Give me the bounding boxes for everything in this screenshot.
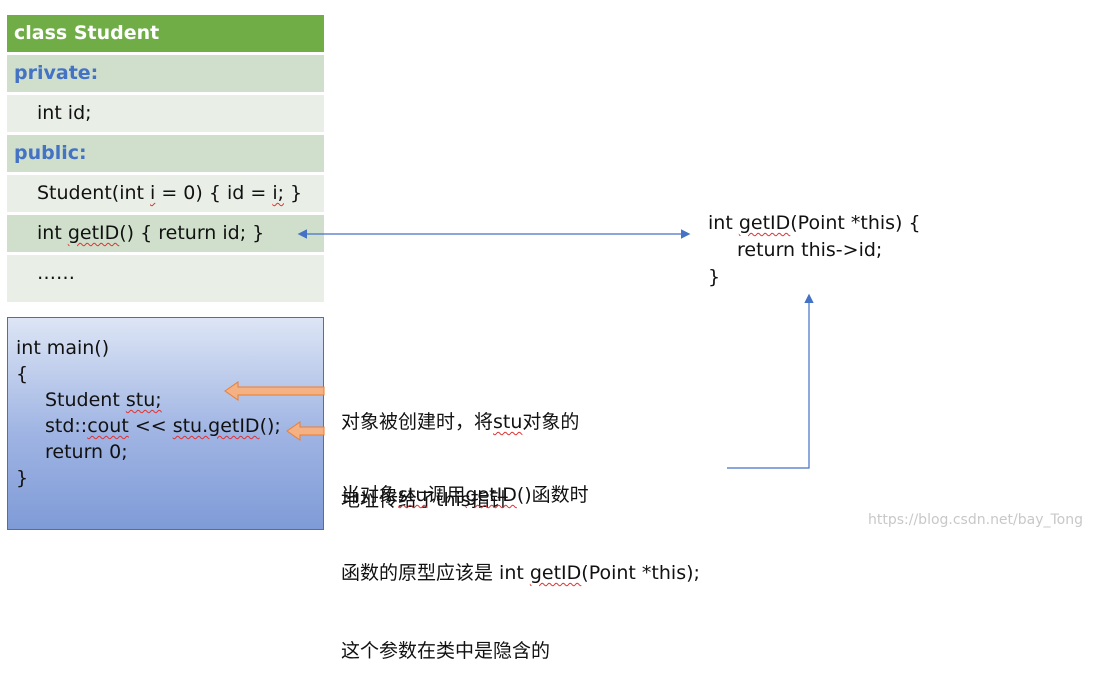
main-line-1: int main() — [16, 337, 110, 359]
elbow-arrow-prototype — [727, 293, 814, 469]
public-label: public: — [7, 135, 324, 172]
main-line-6: } — [16, 467, 29, 489]
private-label: private: — [7, 55, 324, 92]
watermark: https://blog.csdn.net/bay_Tong — [868, 512, 1084, 528]
class-student-table: class Student private: int id; public: S… — [7, 15, 324, 302]
getid-row: int getID() { return id; } — [7, 215, 324, 252]
note-this-pointer: 对象被创建时，将stu对象的 地址传给了this指针 — [341, 411, 580, 511]
member-id: int id; — [7, 95, 324, 132]
main-code-box: int main() { Student stu; std::cout << s… — [7, 317, 324, 530]
constructor-row: Student(int i = 0) { id = i; } — [7, 175, 324, 212]
ellipsis-row: …… — [7, 255, 324, 302]
main-line-2: { — [16, 363, 29, 385]
main-line-5: return 0; — [45, 441, 128, 463]
connector-arrows — [224, 229, 814, 469]
block-arrow-note2 — [286, 421, 325, 441]
main-line-3: Student stu; — [45, 389, 162, 411]
block-arrow-note1 — [224, 381, 325, 401]
expanded-getid-code: int getID(Point *this) { return this->id… — [708, 212, 921, 288]
class-title: class Student — [7, 15, 324, 52]
main-line-4: std::cout << stu.getID(); — [45, 415, 281, 437]
